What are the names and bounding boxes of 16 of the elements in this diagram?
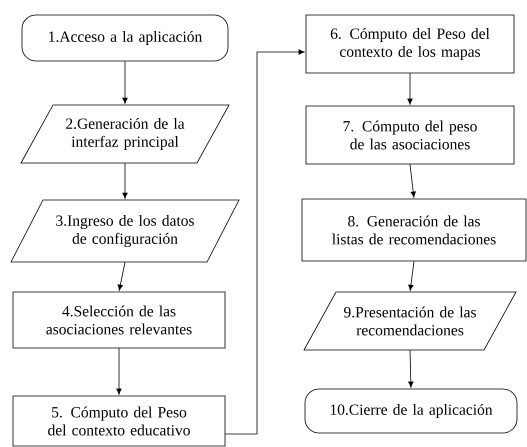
arrow (122, 61, 128, 104)
arrow (116, 348, 122, 395)
arrow (410, 164, 416, 198)
process-box: 7. Cómputo del peso de las asociaciones (306, 106, 514, 164)
process-box: 5. Cómputo del Peso del contexto educativo (12, 396, 226, 446)
arrow (407, 73, 413, 105)
process-box: 4.Selección de las asociaciones relevantes (12, 292, 226, 348)
arrow (122, 162, 128, 199)
terminal-box: 1.Acceso a la aplicación (22, 14, 228, 62)
arrow (408, 350, 414, 388)
process-box: 8. Generación de las listas de recomendaciones (302, 198, 526, 262)
arrow (225, 49, 305, 434)
arrow (408, 261, 414, 291)
process-box: 6. Cómputo del Peso del contexto de los mapas (306, 14, 514, 74)
terminal-box: 10.Cierre de la aplicación (304, 388, 518, 434)
arrow (118, 262, 126, 291)
